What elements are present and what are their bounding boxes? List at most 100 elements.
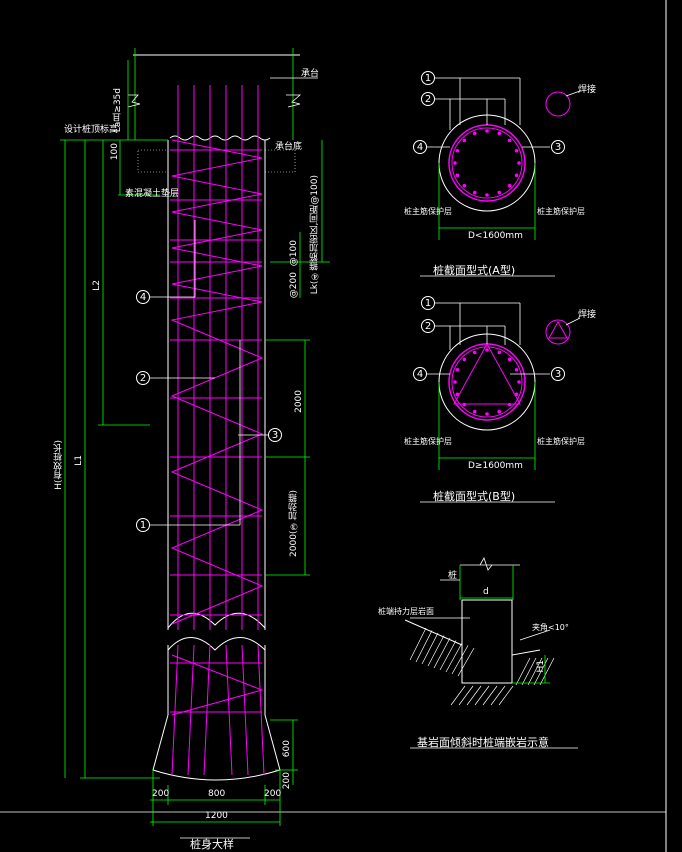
gravel-left bbox=[137, 149, 169, 173]
rock-hatch bbox=[539, 657, 555, 686]
main-rebar-lower bbox=[203, 644, 211, 776]
pile-top-wave bbox=[169, 135, 271, 141]
dim-200-vert-label: 200 bbox=[282, 772, 292, 790]
sec-b-bubble-4: 4 bbox=[413, 367, 427, 381]
rock-hatch bbox=[439, 640, 457, 671]
rock-hatch bbox=[445, 642, 463, 673]
sec-a-bubble-3: 3 bbox=[551, 140, 565, 154]
rock-hatch bbox=[458, 685, 474, 706]
rebar-dot bbox=[485, 129, 489, 133]
break-right bbox=[286, 94, 302, 108]
rebar-dot bbox=[514, 367, 519, 372]
spiral-lower bbox=[171, 654, 264, 716]
rebar-dot bbox=[497, 409, 502, 414]
socket-pile-label: 桩 bbox=[448, 571, 458, 581]
rebar-dot bbox=[517, 161, 521, 165]
sec-a-left-note: 桩主筋保护层 bbox=[404, 207, 452, 216]
rebar-dot bbox=[462, 183, 467, 188]
dim-2000a-label: 2000 bbox=[294, 390, 304, 413]
rock-hatch bbox=[527, 657, 543, 686]
sec-a-bubble-1: 1 bbox=[421, 71, 435, 85]
socket-detail bbox=[404, 557, 578, 749]
sec-a-weld-ring bbox=[545, 91, 571, 117]
sec-a-weld-leader bbox=[565, 90, 581, 97]
dim-600-label: 600 bbox=[282, 740, 292, 758]
section-b bbox=[420, 302, 581, 503]
pile-elevation-title: 桩身大样 bbox=[190, 838, 234, 851]
dim-1200-label: 1200 bbox=[205, 811, 228, 821]
rebar-dot bbox=[485, 193, 489, 197]
at100-label: @100 bbox=[289, 240, 299, 267]
socket-rock-note: 桩端持力层岩面 bbox=[378, 607, 434, 616]
socket-rock-line bbox=[404, 619, 541, 684]
sec-a-right-note: 桩主筋保护层 bbox=[537, 207, 585, 216]
socket-angle-note: 夹角<10° bbox=[532, 623, 569, 632]
l1-label: L1 bbox=[74, 455, 84, 466]
socket-title: 基岩面倾斜时桩端嵌岩示意 bbox=[417, 736, 549, 749]
rebar-dot bbox=[497, 190, 502, 195]
dim-200-left-label: 200 bbox=[152, 789, 170, 799]
rock-hatch bbox=[457, 647, 475, 677]
rebar-dot bbox=[514, 392, 519, 397]
spiral-stirrup bbox=[170, 139, 264, 625]
socket-h1-label: H1 bbox=[536, 660, 546, 673]
rebar-dot bbox=[455, 173, 460, 178]
dim-100-label: 100 bbox=[110, 143, 120, 161]
socket-pile bbox=[461, 599, 513, 684]
rebar-dot bbox=[507, 183, 512, 188]
rebar-dot bbox=[462, 138, 467, 143]
sec-b-bubble-2: 2 bbox=[421, 319, 435, 333]
rock-hatch bbox=[450, 685, 466, 706]
dim-2000b-label: 2000(③加劲箍) bbox=[289, 490, 299, 557]
section-a-spiral bbox=[448, 124, 526, 202]
rock-hatch bbox=[451, 645, 469, 675]
mid-break-top bbox=[167, 612, 266, 629]
sec-a-bubble-4: 4 bbox=[413, 140, 427, 154]
main-rebar-lower bbox=[171, 644, 179, 776]
section-b-triangle bbox=[453, 342, 521, 405]
rebar-dot bbox=[507, 402, 512, 407]
sec-b-right-note: 桩主筋保护层 bbox=[537, 437, 585, 446]
section-b-hoop bbox=[451, 346, 523, 418]
rebar-dot bbox=[453, 380, 457, 384]
dim-200-right-label: 200 bbox=[264, 789, 282, 799]
rock-hatch bbox=[433, 637, 451, 669]
sec-b-bubble-1: 1 bbox=[421, 296, 435, 310]
rebar-dot bbox=[462, 402, 467, 407]
rebar-dot bbox=[507, 138, 512, 143]
h-label: H(有效桩长) bbox=[54, 440, 64, 490]
rebar-dot bbox=[462, 357, 467, 362]
rebar-dot bbox=[507, 357, 512, 362]
section-b-spiral bbox=[448, 343, 526, 421]
pile-top-elevation-label: 设计桩顶标高 bbox=[64, 125, 119, 135]
gravel-right bbox=[264, 149, 296, 173]
dim-800-label: 800 bbox=[208, 789, 226, 799]
socket-d-label: d bbox=[483, 587, 489, 597]
cap-note: 承台 bbox=[301, 69, 320, 79]
at200-label: @200 bbox=[289, 272, 299, 299]
l2-label: L2 bbox=[92, 280, 102, 291]
rock-hatch bbox=[466, 685, 482, 706]
rock-hatch bbox=[498, 685, 514, 706]
sec-b-weld-tri bbox=[548, 320, 568, 339]
rebar-dot bbox=[472, 350, 477, 355]
rebar-dot bbox=[497, 350, 502, 355]
main-rebar-lower bbox=[225, 644, 233, 776]
rebar-dot bbox=[514, 148, 519, 153]
rock-hatch bbox=[533, 657, 549, 686]
elev-bubble-1: 1 bbox=[136, 518, 150, 532]
sec-a-weld-label: 焊接 bbox=[578, 85, 597, 95]
gravel-note-label: 素混凝土垫层 bbox=[125, 189, 180, 199]
rebar-dot bbox=[472, 409, 477, 414]
rebar-dot bbox=[455, 392, 460, 397]
pile-elevation bbox=[60, 48, 330, 839]
main-rebar-lower bbox=[257, 644, 265, 776]
mid-break-bottom bbox=[167, 637, 266, 651]
socket-angle-leader bbox=[519, 629, 551, 641]
rebar-dot bbox=[514, 173, 519, 178]
rock-hatch bbox=[415, 630, 433, 663]
rebar-dot bbox=[485, 348, 489, 352]
rebar-dot bbox=[497, 131, 502, 136]
sec-a-title: 桩截面型式(A型) bbox=[433, 264, 516, 277]
